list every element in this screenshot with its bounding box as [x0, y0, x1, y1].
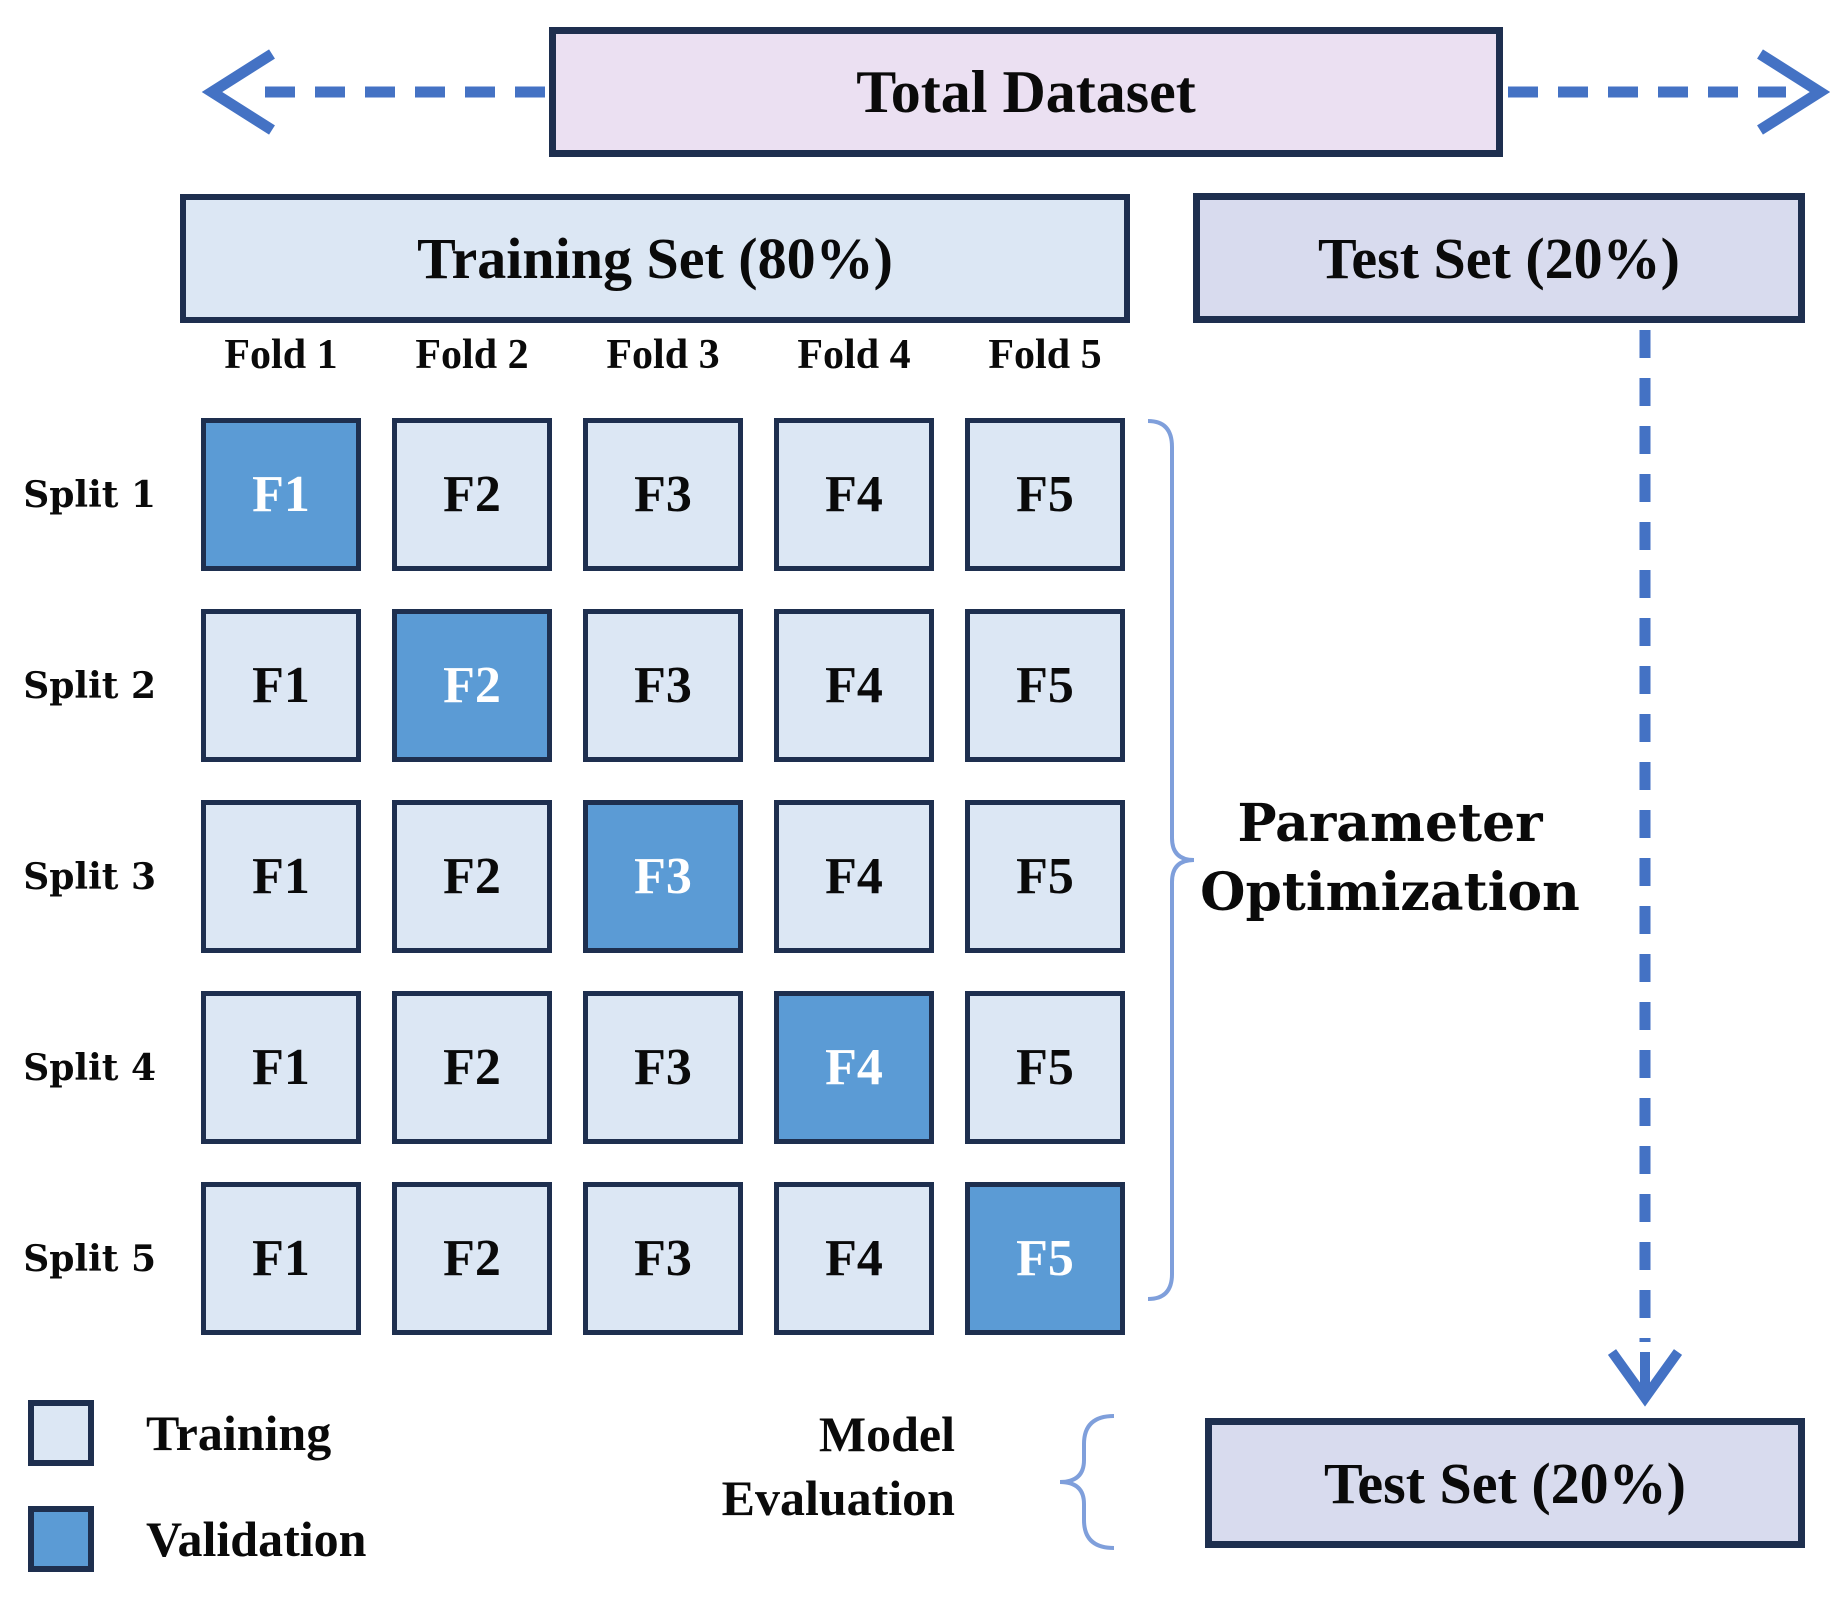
fold-header-5: Fold 5: [988, 332, 1102, 378]
split-label-3: Split 3: [23, 855, 156, 898]
fold-header-4: Fold 4: [797, 332, 911, 378]
left-dashed-arrow: [201, 49, 545, 135]
split-label-4: Split 4: [23, 1046, 156, 1089]
right-dashed-arrow: [1508, 49, 1830, 135]
model-evaluation-label: Model Evaluation: [721, 1406, 955, 1526]
split-label-2: Split 2: [23, 664, 156, 707]
test-set-top-box: Test Set (20%): [1193, 193, 1805, 323]
fold-cell-split3-f3: F3: [583, 800, 743, 953]
split-label-1: Split 1: [23, 473, 156, 516]
fold-cell-split5-f5: F5: [965, 1182, 1125, 1335]
fold-cell-split2-f5: F5: [965, 609, 1125, 762]
training-swatch: [28, 1400, 94, 1466]
fold-cell-split4-f1: F1: [201, 991, 361, 1144]
grid-corner: [20, 330, 170, 380]
validation-swatch: [28, 1506, 94, 1572]
model-evaluation-brace: [1059, 1414, 1115, 1550]
fold-cell-split5-f3: F3: [583, 1182, 743, 1335]
fold-cell-split3-f2: F2: [392, 800, 552, 953]
fold-cell-split1-f2: F2: [392, 418, 552, 571]
legend-label-training: Training: [146, 1405, 332, 1461]
fold-header-3: Fold 3: [606, 332, 720, 378]
fold-header-1: Fold 1: [224, 332, 338, 378]
fold-cell-split1-f5: F5: [965, 418, 1125, 571]
arrow-down-icon: [1607, 1349, 1683, 1407]
fold-cell-split4-f5: F5: [965, 991, 1125, 1144]
split-label-5: Split 5: [23, 1237, 156, 1280]
fold-cell-split2-f4: F4: [774, 609, 934, 762]
fold-cell-split1-f3: F3: [583, 418, 743, 571]
fold-cell-split3-f4: F4: [774, 800, 934, 953]
fold-cell-split5-f2: F2: [392, 1182, 552, 1335]
fold-cell-split3-f5: F5: [965, 800, 1125, 953]
total-dataset-box: Total Dataset: [549, 27, 1503, 157]
fold-cell-split1-f4: F4: [774, 418, 934, 571]
fold-cell-split4-f4: F4: [774, 991, 934, 1144]
fold-cell-split4-f3: F3: [583, 991, 743, 1144]
test-set-bottom-box: Test Set (20%): [1205, 1418, 1805, 1548]
fold-cell-split5-f4: F4: [774, 1182, 934, 1335]
fold-cell-split2-f3: F3: [583, 609, 743, 762]
training-set-box: Training Set (80%): [180, 194, 1130, 323]
arrow-left-icon: [201, 49, 275, 135]
fold-cell-split5-f1: F1: [201, 1182, 361, 1335]
arrow-right-icon: [1757, 49, 1830, 135]
fold-cell-split2-f1: F1: [201, 609, 361, 762]
fold-cell-split4-f2: F2: [392, 991, 552, 1144]
legend-label-validation: Validation: [146, 1511, 367, 1567]
fold-header-2: Fold 2: [415, 332, 529, 378]
legend-item-validation: Validation: [28, 1506, 366, 1572]
fold-cell-split3-f1: F1: [201, 800, 361, 953]
fold-cell-split1-f1: F1: [201, 418, 361, 571]
legend-item-training: Training: [28, 1400, 366, 1466]
fold-cell-split2-f2: F2: [392, 609, 552, 762]
parameter-optimization-label: Parameter Optimization: [1200, 793, 1580, 923]
